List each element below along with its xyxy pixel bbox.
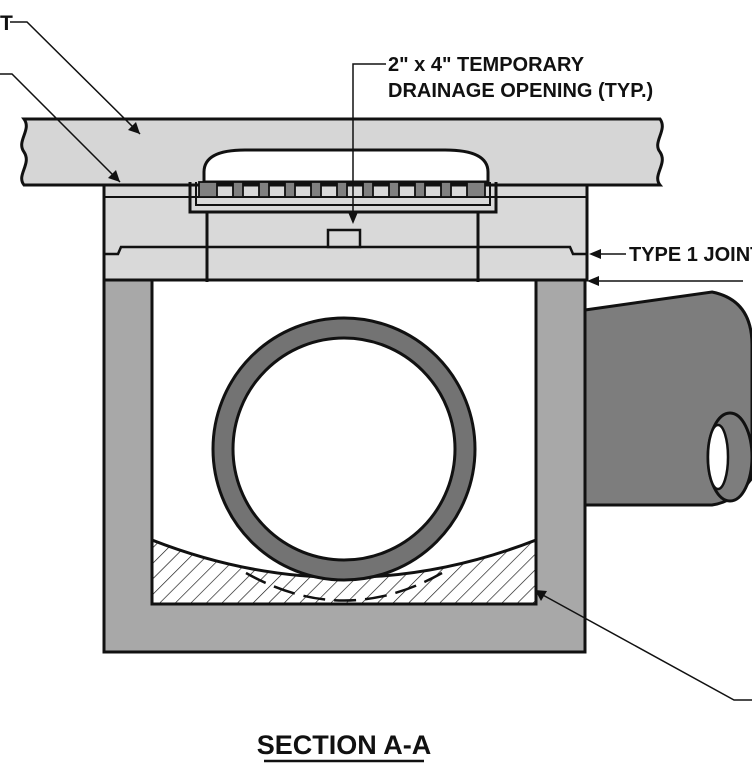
label-top-left-fragment: T [0, 12, 13, 35]
label-type1-joint: TYPE 1 JOINT ( [629, 244, 752, 266]
drainage-opening-block [326, 228, 362, 249]
grate-frame [188, 182, 498, 214]
outlet-pipe-bore [706, 423, 730, 491]
box-walls [102, 278, 587, 654]
grate-bars [198, 181, 486, 198]
section-title: SECTION A-A [257, 730, 432, 760]
leader-lines [0, 21, 752, 701]
pipe-bore [231, 336, 457, 562]
label-drainage-opening-line1: 2" x 4" TEMPORARY [388, 54, 585, 76]
pipe-hidden-line [245, 571, 443, 602]
grate-dome [202, 148, 490, 184]
grate-frame-inner [195, 182, 491, 206]
label-drainage-opening-line2: DRAINAGE OPENING (TYP.) [388, 80, 653, 102]
arrowheads [108, 122, 601, 601]
